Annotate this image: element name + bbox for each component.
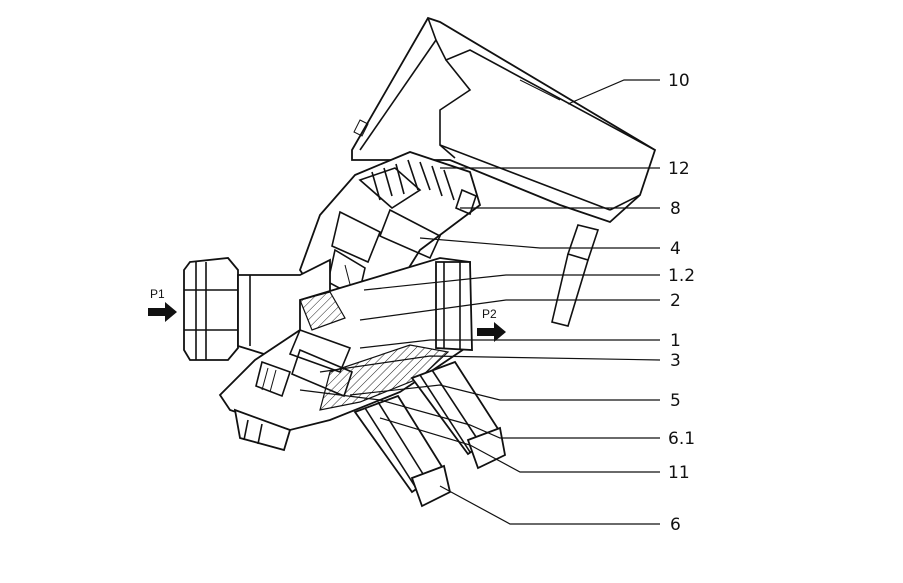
- inlet-arrow-icon: [148, 302, 177, 322]
- callout-6: 6: [670, 515, 681, 535]
- outlet-label: P2: [482, 307, 497, 321]
- inlet-flow-indicator: P1: [148, 287, 177, 322]
- leader-3: [319, 355, 661, 373]
- leader-6: [439, 485, 660, 525]
- leader-5: [349, 384, 660, 401]
- leader-4: [419, 237, 660, 249]
- callout-6-1: 6.1: [668, 429, 695, 449]
- callout-labels: 10 12 8 4 1.2 2 1 3 5 6.1 11 6: [668, 71, 695, 535]
- actuator-housing: [351, 16, 657, 327]
- bonnet-assembly: [298, 151, 482, 302]
- callout-12: 12: [668, 159, 690, 179]
- callout-8: 8: [670, 199, 681, 219]
- leader-11: [379, 417, 660, 473]
- inlet-label: P1: [150, 287, 165, 301]
- leader-10: [567, 79, 660, 105]
- measuring-ports: [353, 360, 507, 508]
- callout-11: 11: [668, 463, 690, 483]
- leader-lines: [299, 79, 661, 525]
- outlet-arrow-icon: [477, 322, 506, 342]
- callout-3: 3: [670, 351, 681, 371]
- callout-10: 10: [668, 71, 690, 91]
- outlet-flow-indicator: P2: [477, 307, 506, 342]
- callout-1-2: 1.2: [668, 266, 695, 286]
- leader-1: [359, 339, 660, 349]
- leader-6-1: [299, 389, 660, 439]
- valve-body: [183, 257, 473, 452]
- callout-1: 1: [670, 331, 681, 351]
- callout-4: 4: [670, 239, 681, 259]
- leader-1-2: [363, 274, 660, 291]
- callout-2: 2: [670, 291, 681, 311]
- callout-5: 5: [670, 391, 681, 411]
- leader-2: [359, 299, 660, 321]
